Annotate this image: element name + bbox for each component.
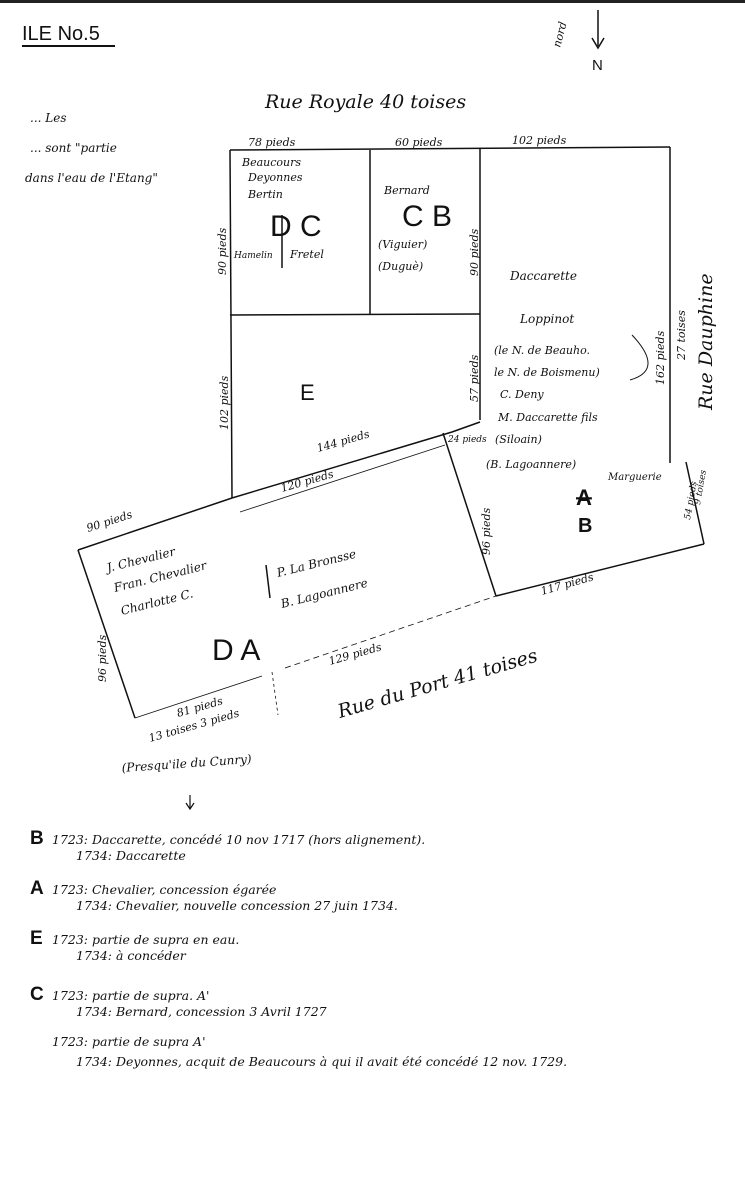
lot-map: ILE No.5 N nord ... Les ... sont "partie… <box>22 10 717 811</box>
lot-owner: le N. de Boismenu) <box>494 366 600 379</box>
legend-entry: C 1723: partie de supra. A' 1734: Bernard… <box>30 984 730 1024</box>
measure-label: 24 pieds <box>447 435 487 445</box>
lot-owner: Bernard <box>383 184 430 197</box>
lot-code-da: D A <box>212 634 260 667</box>
measure-label: 57 pieds <box>468 354 481 402</box>
lot-owner: (Viguier) <box>378 238 427 251</box>
lot-code-cb: C B <box>402 200 452 233</box>
lot-owner: Marguerie <box>607 472 662 483</box>
legend-line: 1734: Chevalier, nouvelle concession 27 … <box>76 898 398 913</box>
note-line: ... sont "partie <box>30 141 117 155</box>
measure-label: 102 pieds <box>218 375 231 430</box>
lot-owner: M. Daccarette fils <box>497 411 598 424</box>
legend-entry: E 1723: partie de supra en eau. 1734: à c… <box>30 928 730 968</box>
measure-label: 96 pieds <box>480 507 493 555</box>
measure-label: 144 pieds <box>315 427 371 455</box>
measure-label: 90 pieds <box>85 508 134 535</box>
north-label: N <box>592 57 603 74</box>
presquile-label: (Presqu'ile du Cunry) <box>121 752 252 775</box>
legend-line: 1723: Daccarette, concédé 10 nov 1717 (h… <box>52 832 426 847</box>
lot-owner: (le N. de Beauho. <box>494 344 590 357</box>
street-width: 27 toises <box>675 310 688 361</box>
measure-label: 162 pieds <box>654 330 667 385</box>
north-note: nord <box>550 20 569 48</box>
lot-owner: Beaucours <box>241 156 301 169</box>
measure-label: 102 pieds <box>512 134 567 147</box>
measure-label: 60 pieds <box>395 136 443 149</box>
legend-line: 1723: partie de supra. A' <box>52 988 210 1003</box>
lot-owner: P. La Bronsse <box>274 547 357 580</box>
lot-boundaries <box>77 146 705 719</box>
legend-entry: 1723: partie de supra A' 1734: Deyonnes,… <box>30 1034 730 1074</box>
lot-owner: Deyonnes <box>247 171 303 184</box>
concession-legend: B 1723: Daccarette, concédé 10 nov 1717 (… <box>30 828 730 1084</box>
arrow-down-icon <box>185 795 195 811</box>
legend-line: 1734: à concéder <box>76 948 186 963</box>
legend-entry: A 1723: Chevalier, concession égarée 1734… <box>30 878 730 918</box>
note-line: dans l'eau de l'Etang" <box>25 171 158 185</box>
legend-line: 1723: Chevalier, concession égarée <box>52 882 277 897</box>
measure-label: 90 pieds <box>216 227 229 275</box>
lot-owner: (Duguè) <box>378 260 423 273</box>
lot-owner: C. Deny <box>500 388 544 401</box>
lot-owner: B. Lagoannere <box>278 576 369 611</box>
legend-key: E <box>30 928 43 949</box>
measure-label: 117 pieds <box>539 570 595 598</box>
measure-label: 9 toises <box>693 469 709 506</box>
measure-label: 78 pieds <box>248 136 296 149</box>
legend-key: B <box>30 828 44 849</box>
measure-label: 90 pieds <box>468 228 481 276</box>
lot-owner: Bertin <box>247 188 283 201</box>
lot-owner: Fretel <box>289 248 324 261</box>
lot-code-dc: D C <box>270 210 322 243</box>
lot-owner: (B. Lagoannere) <box>486 458 576 471</box>
measure-label: 96 pieds <box>96 634 109 682</box>
legend-key: A <box>30 878 44 899</box>
page-edge <box>0 0 745 3</box>
north-arrow-icon <box>591 10 605 50</box>
legend-entry: B 1723: Daccarette, concédé 10 nov 1717 (… <box>30 828 730 868</box>
legend-line: 1734: Daccarette <box>76 848 186 863</box>
measure-label: 129 pieds <box>327 640 383 668</box>
lot-owner: Daccarette <box>509 269 577 283</box>
bracket <box>629 334 649 381</box>
lot-owner: Loppinot <box>519 312 574 326</box>
legend-line: 1723: partie de supra en eau. <box>52 932 240 947</box>
lot-code-e: E <box>300 380 315 405</box>
street-rue-royale: Rue Royale 40 toises <box>264 91 466 113</box>
map-title: ILE No.5 <box>22 23 100 45</box>
note-line: ... Les <box>30 111 67 125</box>
legend-key: C <box>30 984 44 1005</box>
measure-label: 120 pieds <box>279 467 335 495</box>
legend-line: 1734: Deyonnes, acquit de Beaucours à qu… <box>76 1054 568 1069</box>
legend-line: 1734: Bernard, concession 3 Avril 1727 <box>76 1004 327 1019</box>
lot-code-b: B <box>578 515 592 537</box>
lot-owner: (Siloain) <box>495 433 542 446</box>
lot-owner: Hamelin <box>233 251 273 261</box>
street-rue-dauphine: Rue Dauphine <box>695 273 717 411</box>
legend-line: 1723: partie de supra A' <box>52 1034 206 1049</box>
lot-code-a-struck: A <box>576 485 592 510</box>
